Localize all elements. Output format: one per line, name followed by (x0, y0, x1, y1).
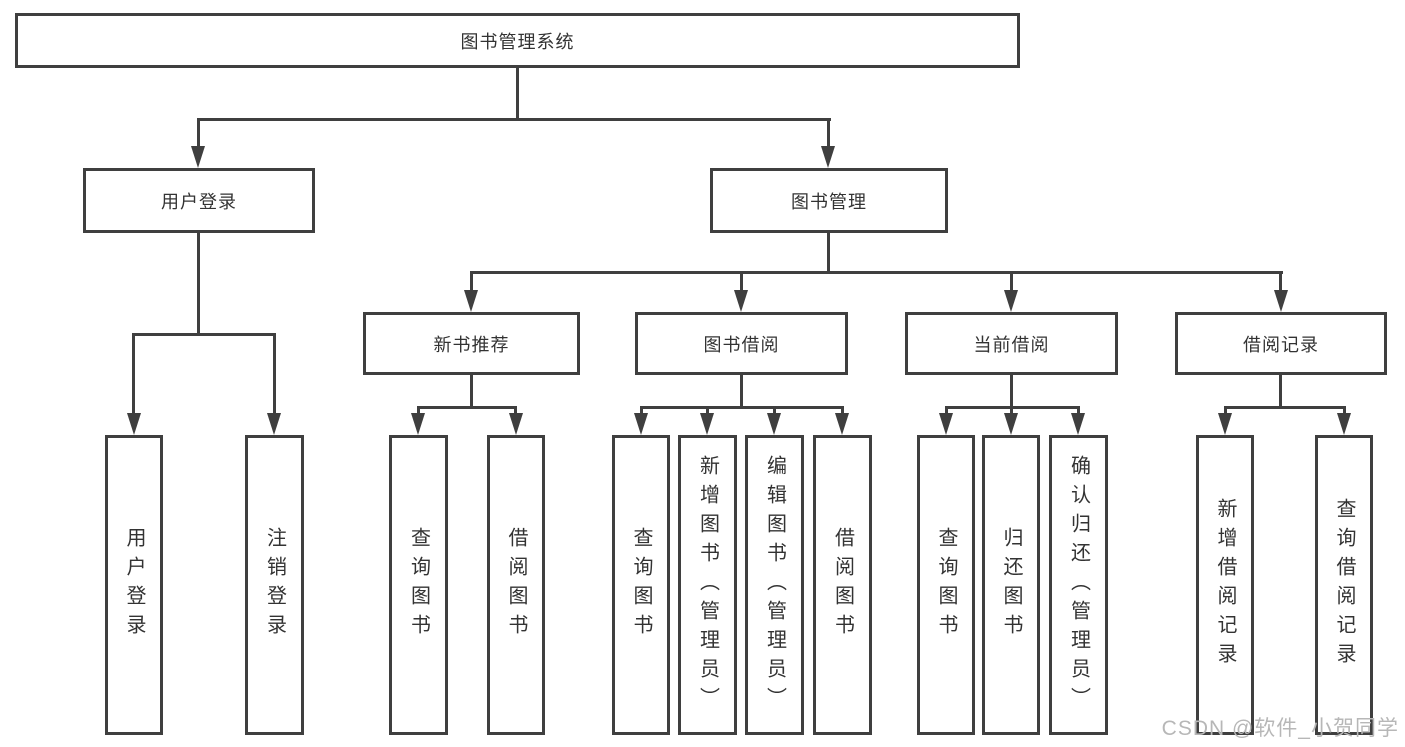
leaf-borrow-books: 借阅图书 (813, 435, 872, 735)
leaf-return-books: 归还图书 (982, 435, 1040, 735)
leaf-query-borrow-record: 查询借阅记录 (1315, 435, 1373, 735)
arrow-down-icon (734, 290, 748, 312)
arrow-down-icon (509, 413, 523, 435)
node-label: 用户登录 (123, 527, 145, 643)
node-label: 图书管理 (791, 191, 867, 212)
connector-hline (640, 406, 843, 409)
arrow-down-icon (267, 413, 281, 435)
leaf-query-books: 查询图书 (917, 435, 975, 735)
connector-vline (1224, 406, 1227, 416)
connector-hline (417, 406, 517, 409)
node-label: 借阅记录 (1243, 334, 1319, 355)
connector-vline (1077, 406, 1080, 416)
arrow-down-icon (939, 413, 953, 435)
connector-vline (827, 118, 830, 147)
arrow-down-icon (1274, 290, 1288, 312)
leaf-borrow-books: 借阅图书 (487, 435, 545, 735)
leaf-logout: 注销登录 (245, 435, 304, 735)
node-label: 新增借阅记录 (1214, 498, 1236, 672)
connector-vline (132, 333, 135, 414)
connector-hline (197, 118, 831, 121)
leaf-add-borrow-record: 新增借阅记录 (1196, 435, 1254, 735)
arrow-down-icon (821, 146, 835, 168)
leaf-add-books-admin: 新增图书（管理员） (678, 435, 737, 735)
csdn-watermark: CSDN @软件_小贺同学 (1161, 717, 1399, 740)
arrow-down-icon (835, 413, 849, 435)
connector-vline (773, 406, 776, 416)
node-label: 图书管理系统 (460, 31, 575, 52)
node-label: 注销登录 (263, 527, 286, 643)
connector-vline (417, 406, 420, 416)
arrow-down-icon (1218, 413, 1232, 435)
node-label: 查询图书 (407, 527, 430, 643)
arrow-down-icon (700, 413, 714, 435)
node-label: 查询借阅记录 (1333, 498, 1355, 672)
node-label: 新增图书（管理员） (696, 454, 719, 716)
node-label: 确认归还（管理员） (1067, 454, 1090, 716)
arrow-down-icon (191, 146, 205, 168)
node-current-borrowing: 当前借阅 (905, 312, 1118, 375)
node-borrowing-records: 借阅记录 (1175, 312, 1387, 375)
connector-hline (470, 271, 1283, 274)
connector-hline (133, 333, 276, 336)
node-label: 借阅图书 (831, 527, 854, 643)
node-label: 借阅图书 (505, 527, 527, 643)
node-new-book-recommend: 新书推荐 (363, 312, 580, 375)
arrow-down-icon (1004, 290, 1018, 312)
node-label: 图书借阅 (703, 334, 780, 355)
connector-vline (640, 406, 643, 416)
leaf-query-books: 查询图书 (389, 435, 448, 735)
connector-vline (516, 68, 519, 120)
leaf-confirm-return-admin: 确认归还（管理员） (1049, 435, 1108, 735)
connector-vline (470, 271, 473, 292)
arrow-down-icon (1004, 413, 1018, 435)
node-label: 新书推荐 (433, 334, 510, 355)
connector-vline (1279, 271, 1282, 292)
node-user-login: 用户登录 (83, 168, 315, 233)
node-label: 当前借阅 (973, 334, 1050, 355)
connector-vline (841, 406, 844, 416)
connector-vline (197, 233, 200, 336)
arrow-down-icon (1337, 413, 1351, 435)
connector-vline (1279, 375, 1282, 409)
connector-vline (1343, 406, 1346, 416)
connector-vline (945, 406, 948, 416)
arrow-down-icon (127, 413, 141, 435)
leaf-user-login: 用户登录 (105, 435, 163, 735)
node-label: 查询图书 (630, 527, 652, 643)
connector-vline (827, 233, 830, 274)
connector-hline (1224, 406, 1345, 409)
connector-vline (514, 406, 517, 416)
connector-vline (1010, 375, 1013, 409)
connector-vline (197, 118, 200, 147)
connector-vline (273, 333, 276, 414)
connector-vline (740, 375, 743, 409)
arrow-down-icon (1071, 413, 1085, 435)
node-label: 用户登录 (161, 191, 237, 212)
connector-vline (706, 406, 709, 416)
node-label: 归还图书 (1000, 527, 1022, 643)
connector-vline (1010, 271, 1013, 292)
connector-vline (1010, 406, 1013, 416)
node-label: 查询图书 (935, 527, 957, 643)
node-book-management: 图书管理 (710, 168, 948, 233)
leaf-edit-books-admin: 编辑图书（管理员） (745, 435, 804, 735)
connector-vline (470, 375, 473, 409)
arrow-down-icon (767, 413, 781, 435)
leaf-query-books: 查询图书 (612, 435, 670, 735)
arrow-down-icon (464, 290, 478, 312)
node-root-library-system: 图书管理系统 (15, 13, 1020, 68)
connector-vline (740, 271, 743, 292)
node-book-borrowing: 图书借阅 (635, 312, 848, 375)
arrow-down-icon (634, 413, 648, 435)
node-label: 编辑图书（管理员） (763, 454, 786, 716)
arrow-down-icon (411, 413, 425, 435)
